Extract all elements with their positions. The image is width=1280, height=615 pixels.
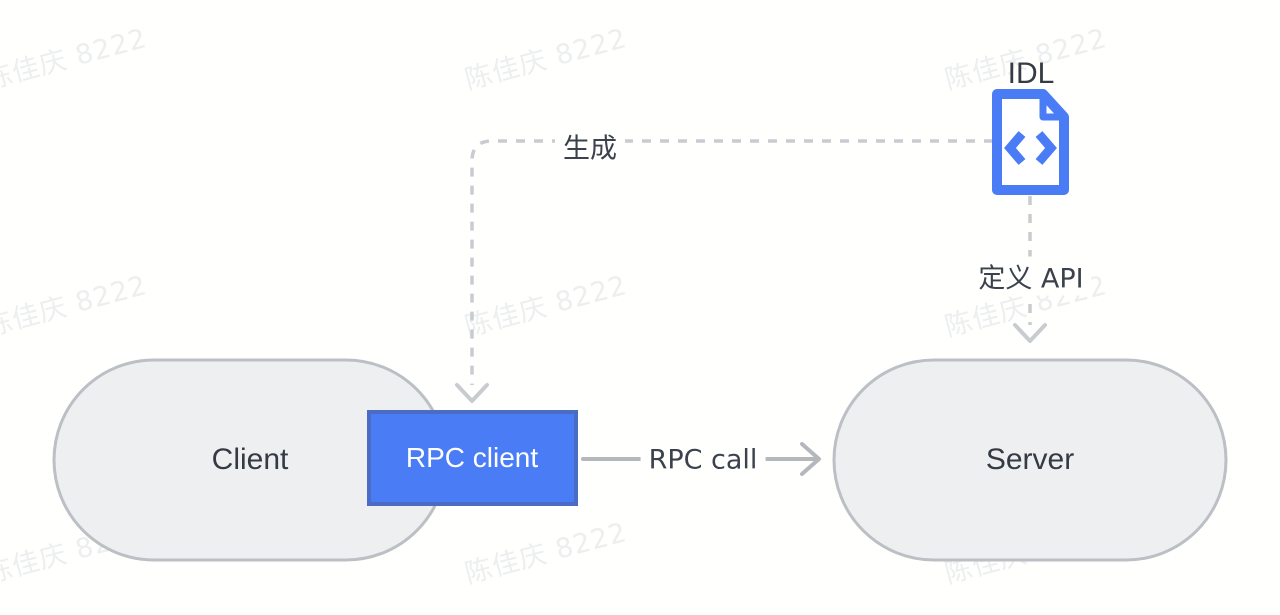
server-node-shape[interactable]	[832, 358, 1228, 562]
code-file-icon[interactable]	[992, 89, 1069, 195]
idl-node-label: IDL	[1007, 57, 1055, 90]
rpc-call-edge-label: RPC call	[640, 444, 766, 476]
client-node-label: Client	[211, 443, 289, 476]
rpc-call-edge-arrowhead	[800, 442, 821, 476]
rpc-client-node-shape[interactable]	[367, 410, 578, 506]
define-api-edge-arrowhead	[1013, 323, 1047, 343]
generate-edge-line	[470, 139, 993, 385]
define-api-edge-label: 定义 API	[970, 256, 1092, 296]
generate-edge-arrowhead	[455, 383, 489, 403]
server-node-label: Server	[985, 443, 1075, 476]
rpc-client-node-label: RPC client	[405, 442, 539, 473]
generate-edge-label: 生成	[555, 126, 625, 166]
